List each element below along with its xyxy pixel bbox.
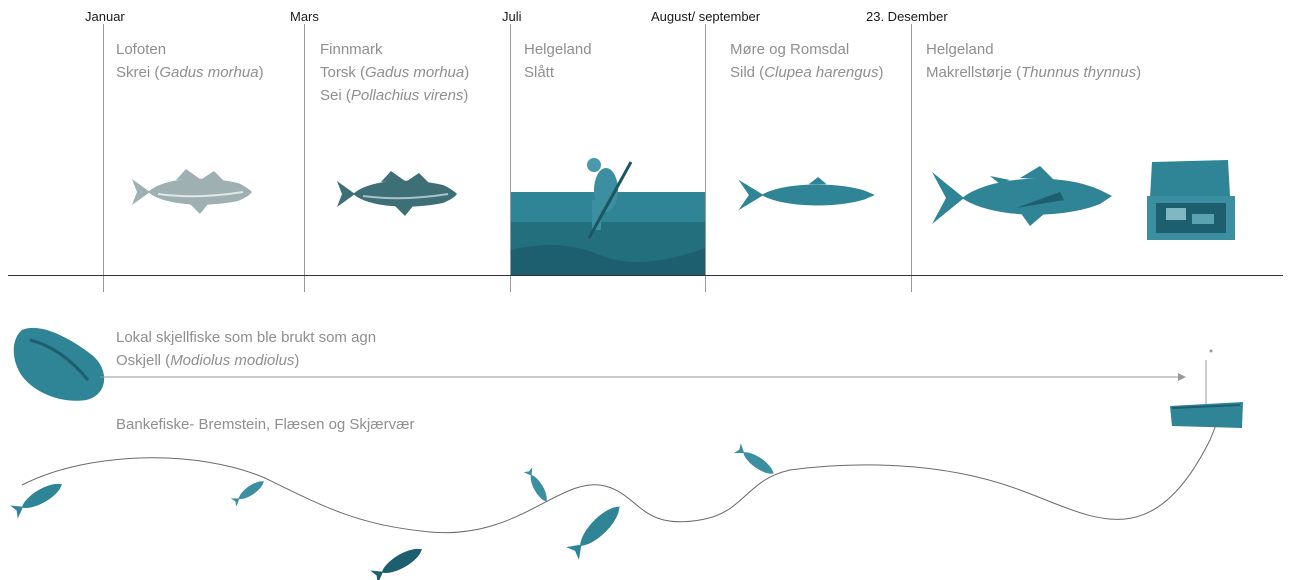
cod-skrei-illustration — [132, 169, 252, 214]
boat-illustration — [1170, 350, 1243, 429]
haymaking-photo — [511, 158, 705, 275]
chest-illustration — [1147, 160, 1235, 240]
bait-arrow — [100, 373, 1186, 381]
herring-illustration — [738, 177, 875, 210]
fish-on-line-2 — [231, 477, 267, 506]
fish-on-line-5 — [566, 500, 626, 560]
longline — [22, 425, 1216, 533]
cod-torsk-illustration — [337, 171, 457, 216]
fish-on-line-4 — [524, 467, 551, 504]
fish-on-line-1 — [10, 478, 66, 519]
tuna-illustration — [932, 166, 1112, 226]
mussel-illustration — [14, 328, 104, 401]
fish-on-line-6 — [734, 443, 777, 478]
fish-on-line-3 — [370, 543, 426, 580]
